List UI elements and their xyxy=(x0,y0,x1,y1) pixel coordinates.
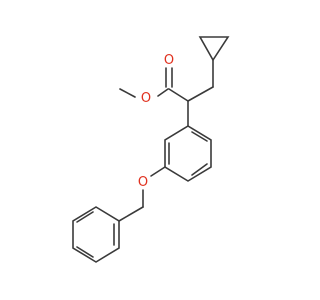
bond-alphaC-CH2 xyxy=(187,86,214,102)
ring-terminal-double-3 xyxy=(76,211,94,223)
atom-label-ester-oxygen: O xyxy=(141,91,151,106)
structure-diagram: O O O xyxy=(72,36,230,263)
benzene-ring-central xyxy=(164,125,212,182)
bond-methyl-O xyxy=(119,88,136,98)
atom-label-ether-oxygen: O xyxy=(138,175,148,190)
bond-ring-O xyxy=(150,166,166,177)
ring-central-double-2 xyxy=(191,163,208,176)
bond-O-carbonylC xyxy=(157,88,169,97)
benzene-ring-terminal xyxy=(72,206,120,263)
molecule-canvas: O O O xyxy=(72,36,230,263)
ring-central-double-1 xyxy=(191,131,208,142)
bond-carbonylC-alphaC xyxy=(168,88,189,102)
bond-CH2-phenyl xyxy=(118,206,144,222)
ring-terminal-double-2 xyxy=(76,246,94,258)
cyclopropane-ring xyxy=(198,36,230,62)
atom-label-carbonyl-oxygen: O xyxy=(164,53,174,68)
